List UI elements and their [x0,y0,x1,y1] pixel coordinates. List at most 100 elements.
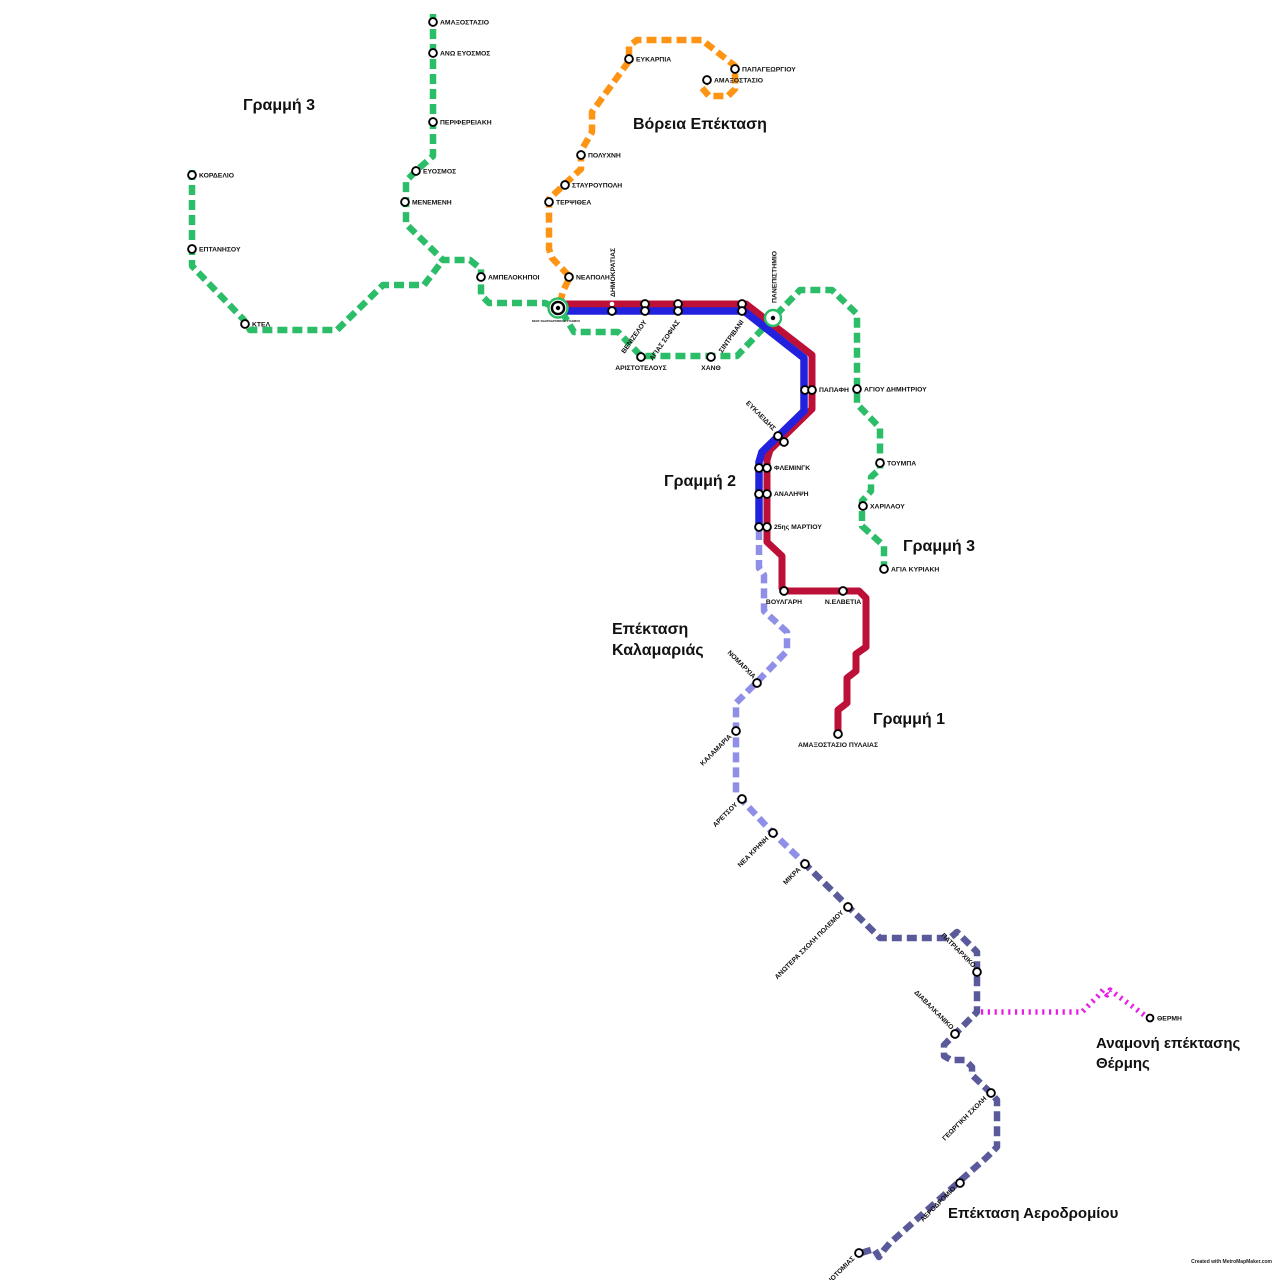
station-flemingk[interactable]: ΦΛΕΜΙΝΓΚ [754,463,810,473]
transfer-station-neos-sidirodromikos-stathmos[interactable]: ΝΕΟΣ ΣΙΔΗΡΟΔΡΟΜΙΚΟΣ ΣΤΑΘΜΟΣ [532,297,580,324]
station-stavroupoli[interactable]: ΣΤΑΥΡΟΥΠΟΛΗ [560,180,622,190]
station-dot[interactable] [754,489,764,499]
station-xanth[interactable]: ΧΑΝΘ [701,352,721,372]
station-dot[interactable] [240,319,250,329]
station-dot[interactable] [875,458,885,468]
station-dot[interactable] [955,1178,965,1188]
station-dot[interactable] [773,431,783,441]
station-dot[interactable] [609,301,615,307]
station-dot[interactable] [706,352,716,362]
station-dot[interactable] [950,1029,960,1039]
station-ampelokipoi[interactable]: ΑΜΠΕΛΟΚΗΠΟΙ [476,272,540,282]
station-dot[interactable] [411,166,421,176]
station-dot[interactable] [428,117,438,127]
station-dot[interactable] [833,729,843,739]
station-dot[interactable] [754,522,764,532]
station-dot[interactable] [730,64,740,74]
station-nea-krini[interactable]: ΝΕΑ ΚΡΗΝΗ [737,828,778,869]
station-dot[interactable] [762,463,772,473]
station-menemeni[interactable]: ΜΕΝΕΜΕΝΗ [400,197,452,207]
station-agiou-dimitriou[interactable]: ΑΓΙΟΥ ΔΗΜΗΤΡΙΟΥ [852,384,927,394]
station-dot[interactable] [564,272,574,282]
station-perifereiaki[interactable]: ΠΕΡΙΦΕΡΕΙΑΚΗ [428,117,492,127]
station-dot[interactable] [854,1248,864,1258]
station-charilaou[interactable]: ΧΑΡΙΛΑΟΥ [858,501,905,511]
station-toumpa[interactable]: ΤΟΥΜΠΑ [875,458,916,468]
station-nomarchia[interactable]: ΝΟΜΑΡΧΙΑ [726,650,762,688]
station-dot[interactable] [807,385,817,395]
station-dot[interactable] [544,197,554,207]
station-dot[interactable] [838,586,848,596]
station-diavalkaniko[interactable]: ΔΙΑΒΑΛΚΑΝΙΚΟ [912,989,960,1039]
station-dot[interactable] [673,306,683,316]
station-label-evosmos: ΕΥΟΣΜΟΣ [423,168,456,175]
station-efkarpia[interactable]: ΕΥΚΑΡΠΙΑ [624,54,671,64]
station-dot[interactable] [731,726,741,736]
station-dot[interactable] [624,54,634,64]
station-dot[interactable] [843,902,853,912]
station-dot[interactable] [607,306,617,316]
station-ktel[interactable]: ΚΤΕΛ [240,319,271,329]
station-dot[interactable] [476,272,486,282]
line-line3-central [559,310,773,360]
station-label-terpsithea: ΤΕΡΨΙΘΕΑ [556,199,591,206]
station-dot[interactable] [187,170,197,180]
station-eptanisou[interactable]: ΕΠΤΑΝΗΣΟΥ [187,244,241,254]
station-agia-kyriaki[interactable]: ΑΓΙΑ ΚΥΡΙΑΚΗ [879,564,939,574]
station-dot[interactable] [576,150,586,160]
station-dot[interactable] [852,384,862,394]
station-voulgari[interactable]: ΒΟΥΛΓΑΡΗ [766,586,802,606]
station-papageorgiou[interactable]: ΠΑΠΑΓΕΩΡΓΙΟΥ [730,64,796,74]
station-aretsou[interactable]: ΑΡΕΤΣΟΥ [712,794,747,829]
line-kalamaria-extension [732,530,806,865]
station-polychni[interactable]: ΠΟΛΥΧΝΗ [576,150,621,160]
station-dot[interactable] [187,244,197,254]
station-dot[interactable] [762,489,772,499]
station-amaxostasio-evosmou[interactable]: ΑΜΑΞΟΣΤΑΣΙΟ [428,17,489,27]
north-extension-label: Βόρεια Επέκταση [633,116,767,133]
station-dot[interactable] [737,794,747,804]
station-dot[interactable] [879,564,889,574]
station-dot[interactable] [752,678,762,688]
station-dot[interactable] [754,463,764,473]
station-dot[interactable] [768,828,778,838]
station-terpsithea[interactable]: ΤΕΡΨΙΘΕΑ [544,197,591,207]
station-amaxostasio-north[interactable]: ΑΜΑΞΟΣΤΑΣΙΟ [702,75,763,85]
station-neapoli[interactable]: ΝΕΑΠΟΛΗ [564,272,610,282]
station-nea-elvetia[interactable]: Ν.ΕΛΒΕΤΙΑ [825,586,861,606]
station-evosmos[interactable]: ΕΥΟΣΜΟΣ [411,166,456,176]
station-label-nea-krini: ΝΕΑ ΚΡΗΝΗ [737,835,771,869]
station-dot[interactable] [640,306,650,316]
station-mikra[interactable]: ΜΙΚΡΑ [782,859,810,887]
station-dot[interactable] [636,352,646,362]
station-amaxostasio-pylaias[interactable]: ΑΜΑΞΟΣΤΑΣΙΟ ΠΥΛΑΙΑΣ [798,729,878,749]
station-papafi[interactable]: ΠΑΠΑΦΗ [800,385,849,395]
station-kordelio[interactable]: ΚΟΡΔΕΛΙΟ [187,170,234,180]
station-label-ano-evosmos: ΑΝΩ ΕΥΟΣΜΟΣ [440,50,490,57]
station-analipsi[interactable]: ΑΝΑΛΗΨΗ [754,489,809,499]
station-dimokratias[interactable]: ΔΗΜΟΚΡΑΤΙΑΣ [607,248,617,316]
station-ano-evosmos[interactable]: ΑΝΩ ΕΥΟΣΜΟΣ [428,48,490,58]
station-dot[interactable] [972,967,982,977]
station-dot[interactable] [800,859,810,869]
station-anotera-scholi-polemou[interactable]: ΑΝΩΤΕΡΑ ΣΧΟΛΗ ΠΟΛΕΜΟΥ [774,902,853,981]
station-georgiki-scholi[interactable]: ΓΕΩΡΓΙΚΗ ΣΧΟΛΗ [941,1088,996,1142]
station-dot[interactable] [762,522,772,532]
station-dot[interactable] [1145,1013,1155,1023]
station-dot[interactable] [858,501,868,511]
station-dot[interactable] [986,1088,996,1098]
station-dot[interactable] [400,197,410,207]
station-dot[interactable] [779,586,789,596]
transfer-station-panepistimio[interactable]: ΠΑΝΕΠΙΣΤΗΜΙΟ [763,251,783,328]
station-dot[interactable] [428,17,438,27]
station-dot[interactable] [428,48,438,58]
station-thermi[interactable]: ΘΕΡΜΗ [1145,1013,1182,1023]
station-dot[interactable] [560,180,570,190]
station-efkleidis[interactable]: ΕΥΚΛΕΙΔΗΣ [744,400,789,447]
station-dot[interactable] [779,437,789,447]
station-dot[interactable] [737,306,747,316]
station-aristotelous[interactable]: ΑΡΙΣΤΟΤΕΛΟΥΣ [615,352,667,372]
station-kentro-kainotomias[interactable]: ΚΕΝΤΡΟ ΚΑΙΝΟΤΟΜΙΑΣ [796,1248,864,1280]
station-dot[interactable] [702,75,712,85]
station-martiou-25is[interactable]: 25ης ΜΑΡΤΙΟΥ [754,522,822,532]
